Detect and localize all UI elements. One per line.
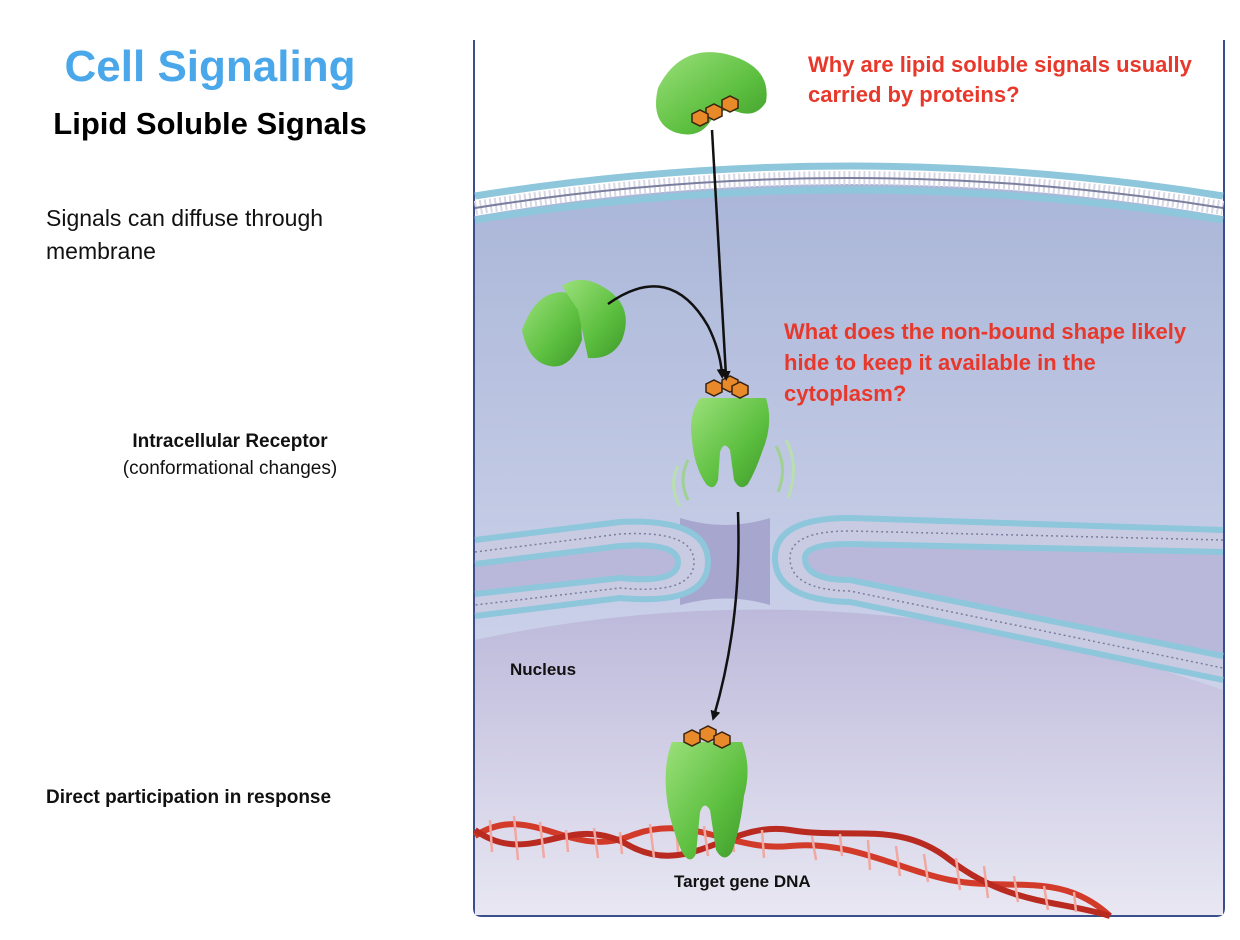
diffusion-note: Signals can diffuse through membrane — [46, 205, 324, 264]
question-receptor-shape: What does the non-bound shape likely hid… — [784, 319, 1187, 406]
receptor-subnote: (conformational changes) — [122, 458, 338, 479]
plasma-membrane — [473, 162, 1225, 224]
arrow-carrier-to-receptor — [710, 129, 731, 381]
receptor-note: Intracellular Receptor (conformational c… — [0, 428, 460, 482]
question-lipid-carriers: Why are lipid soluble signals usually ca… — [808, 52, 1192, 107]
arrow-receptor-binding — [607, 285, 727, 379]
bound-receptor — [672, 375, 795, 507]
dna-bound-receptor — [665, 725, 748, 860]
diagram-illustration — [473, 40, 1225, 919]
page-subtitle: Lipid Soluble Signals — [53, 106, 367, 141]
signal-path-arrows — [607, 129, 740, 721]
target-gene-dna-label: Target gene DNA — [674, 872, 811, 891]
unbound-receptor — [522, 279, 626, 367]
nuclear-envelope-right — [771, 514, 1224, 683]
nucleus-label: Nucleus — [510, 660, 577, 679]
signaling-diagram: Why are lipid soluble signals usually ca… — [470, 40, 1228, 920]
nuclear-signal-molecule — [683, 725, 731, 749]
text-panel: Cell Signaling Lipid Soluble Signals Sig… — [0, 0, 460, 940]
receptor-title: Intracellular Receptor — [132, 431, 328, 452]
page-title: Cell Signaling — [64, 42, 356, 91]
arrow-to-nucleus — [710, 511, 740, 721]
bound-signal-molecule — [705, 375, 749, 399]
nuclear-envelope-left — [474, 518, 712, 619]
lipid-signal-molecule — [691, 95, 739, 127]
nucleus-region — [475, 609, 1223, 915]
carrier-protein — [656, 52, 767, 135]
direct-participation-note: Direct participation in response — [46, 787, 332, 808]
